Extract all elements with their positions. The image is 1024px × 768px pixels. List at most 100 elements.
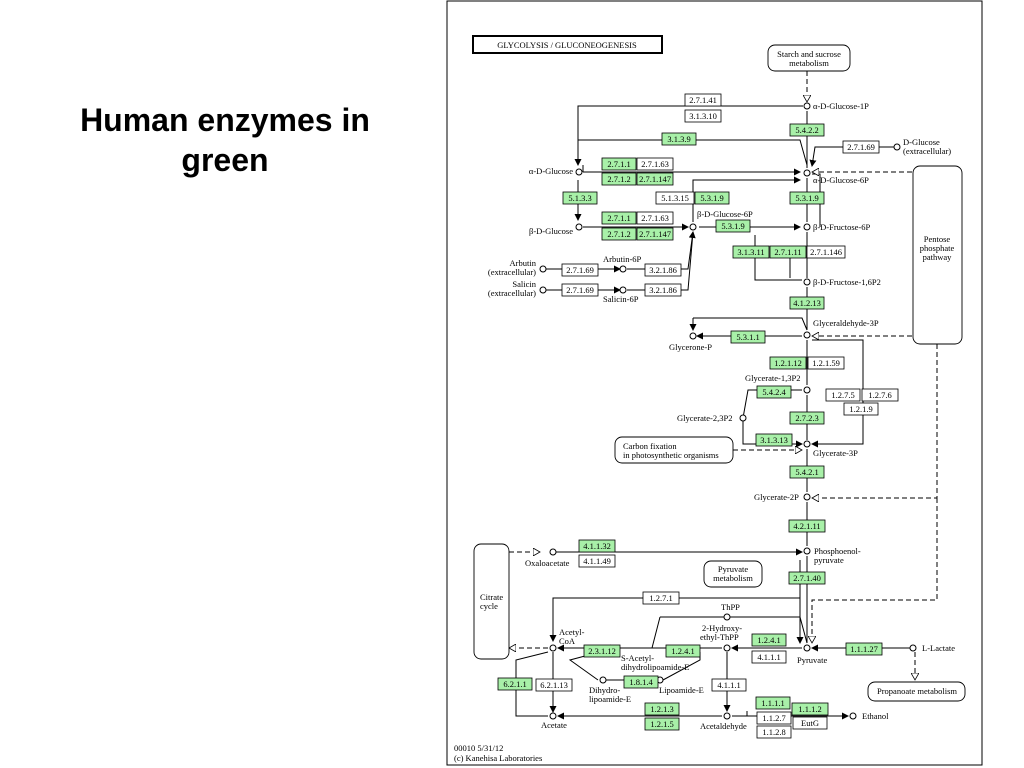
compound-node[interactable]	[803, 547, 811, 555]
enzyme-1-2-1-3[interactable]: 1.2.1.3	[644, 702, 680, 716]
enzyme-box[interactable]	[644, 702, 680, 716]
enzyme-5-4-2-1[interactable]: 5.4.2.1	[789, 465, 825, 479]
compound-node[interactable]	[549, 644, 557, 652]
enzyme-box[interactable]	[842, 140, 880, 154]
compound-node[interactable]	[803, 386, 811, 394]
enzyme-box[interactable]	[788, 519, 826, 533]
enzyme-box[interactable]	[711, 678, 747, 692]
enzyme-3-2-1-86[interactable]: 3.2.1.86	[644, 263, 682, 277]
enzyme-box[interactable]	[642, 591, 680, 605]
enzyme-4-1-1-1[interactable]: 4.1.1.1	[751, 650, 787, 664]
enzyme-box[interactable]	[807, 356, 845, 370]
enzyme-5-3-1-9[interactable]: 5.3.1.9	[694, 191, 730, 205]
enzyme-box[interactable]	[562, 191, 598, 205]
compound-node[interactable]	[619, 286, 627, 294]
enzyme-6-2-1-13[interactable]: 6.2.1.13	[535, 678, 573, 692]
enzyme-1-1-1-27[interactable]: 1.1.1.27	[845, 642, 883, 656]
compound-node[interactable]	[723, 613, 731, 621]
enzyme-box[interactable]	[644, 717, 680, 731]
compound-node[interactable]	[803, 331, 811, 339]
compound-node[interactable]	[575, 223, 583, 231]
enzyme-box[interactable]	[789, 411, 825, 425]
enzyme-1-2-1-59[interactable]: 1.2.1.59	[807, 356, 845, 370]
enzyme-box[interactable]	[769, 245, 807, 259]
enzyme-1-2-4-1[interactable]: 1.2.4.1	[665, 644, 701, 658]
enzyme-2-7-1-41[interactable]: 2.7.1.41	[684, 93, 722, 107]
enzyme-box[interactable]	[791, 702, 829, 716]
enzyme-box[interactable]	[561, 263, 599, 277]
compound-node[interactable]	[723, 712, 731, 720]
enzyme-box[interactable]	[636, 227, 674, 241]
enzyme-box[interactable]	[644, 263, 682, 277]
enzyme-box[interactable]	[694, 191, 730, 205]
enzyme-2-7-1-146[interactable]: 2.7.1.146	[806, 245, 846, 259]
enzyme-2-3-1-12[interactable]: 2.3.1.12	[583, 644, 621, 658]
enzyme-EutG[interactable]: EutG	[792, 716, 828, 730]
enzyme-6-2-1-1[interactable]: 6.2.1.1	[497, 677, 533, 691]
compound-node[interactable]	[739, 414, 747, 422]
compound-node[interactable]	[549, 548, 557, 556]
compound-node[interactable]	[689, 332, 697, 340]
enzyme-box[interactable]	[715, 219, 751, 233]
enzyme-4-1-2-13[interactable]: 4.1.2.13	[789, 296, 825, 310]
enzyme-2-7-1-1[interactable]: 2.7.1.1	[601, 157, 637, 171]
enzyme-2-7-1-69[interactable]: 2.7.1.69	[561, 263, 599, 277]
enzyme-2-7-1-11[interactable]: 2.7.1.11	[769, 245, 807, 259]
enzyme-5-3-1-9[interactable]: 5.3.1.9	[789, 191, 825, 205]
compound-node[interactable]	[803, 102, 811, 110]
enzyme-box[interactable]	[644, 283, 682, 297]
enzyme-3-1-3-11[interactable]: 3.1.3.11	[732, 245, 770, 259]
compound-node[interactable]	[803, 440, 811, 448]
enzyme-box[interactable]	[661, 132, 697, 146]
enzyme-2-7-1-1[interactable]: 2.7.1.1	[601, 211, 637, 225]
enzyme-2-7-1-2[interactable]: 2.7.1.2	[601, 227, 637, 241]
carbon-fixation-pathway[interactable]	[614, 436, 734, 464]
enzyme-2-7-1-69[interactable]: 2.7.1.69	[842, 140, 880, 154]
enzyme-4-1-1-32[interactable]: 4.1.1.32	[578, 539, 616, 553]
enzyme-4-1-1-49[interactable]: 4.1.1.49	[578, 554, 616, 568]
starch-sucrose-pathway[interactable]	[767, 44, 851, 72]
enzyme-box[interactable]	[751, 650, 787, 664]
pentose-phosphate-pathway[interactable]	[912, 165, 963, 345]
enzyme-box[interactable]	[789, 296, 825, 310]
enzyme-5-4-2-4[interactable]: 5.4.2.4	[756, 385, 792, 399]
enzyme-2-7-1-2[interactable]: 2.7.1.2	[601, 172, 637, 186]
enzyme-1-1-2-7[interactable]: 1.1.2.7	[756, 711, 792, 725]
enzyme-3-1-3-10[interactable]: 3.1.3.10	[684, 109, 722, 123]
compound-node[interactable]	[619, 265, 627, 273]
enzyme-5-4-2-2[interactable]: 5.4.2.2	[789, 123, 825, 137]
enzyme-box[interactable]	[561, 283, 599, 297]
compound-node[interactable]	[909, 644, 917, 652]
enzyme-box[interactable]	[636, 157, 674, 171]
enzyme-4-1-1-1[interactable]: 4.1.1.1	[711, 678, 747, 692]
compound-node[interactable]	[549, 712, 557, 720]
enzyme-box[interactable]	[751, 633, 787, 647]
enzyme-box[interactable]	[732, 245, 770, 259]
enzyme-box[interactable]	[806, 245, 846, 259]
enzyme-1-2-7-1[interactable]: 1.2.7.1	[642, 591, 680, 605]
enzyme-box[interactable]	[845, 642, 883, 656]
enzyme-2-7-1-147[interactable]: 2.7.1.147	[636, 227, 674, 241]
compound-node[interactable]	[575, 168, 583, 176]
enzyme-box[interactable]	[601, 157, 637, 171]
enzyme-box[interactable]	[755, 433, 793, 447]
compound-node[interactable]	[539, 286, 547, 294]
compound-node[interactable]	[689, 223, 697, 231]
enzyme-2-7-1-40[interactable]: 2.7.1.40	[788, 571, 826, 585]
enzyme-5-1-3-15[interactable]: 5.1.3.15	[655, 191, 695, 205]
pyruvate-metabolism-pathway[interactable]	[703, 560, 763, 588]
enzyme-1-2-1-9[interactable]: 1.2.1.9	[843, 402, 879, 416]
enzyme-box[interactable]	[684, 109, 722, 123]
compound-node[interactable]	[803, 644, 811, 652]
enzyme-2-7-2-3[interactable]: 2.7.2.3	[789, 411, 825, 425]
enzyme-3-2-1-86[interactable]: 3.2.1.86	[644, 283, 682, 297]
enzyme-box[interactable]	[843, 402, 879, 416]
enzyme-4-2-1-11[interactable]: 4.2.1.11	[788, 519, 826, 533]
compound-node[interactable]	[803, 493, 811, 501]
enzyme-box[interactable]	[578, 539, 616, 553]
enzyme-1-1-2-8[interactable]: 1.1.2.8	[756, 725, 792, 739]
enzyme-box[interactable]	[583, 644, 621, 658]
compound-node[interactable]	[539, 265, 547, 273]
enzyme-box[interactable]	[788, 571, 826, 585]
enzyme-2-7-1-69[interactable]: 2.7.1.69	[561, 283, 599, 297]
